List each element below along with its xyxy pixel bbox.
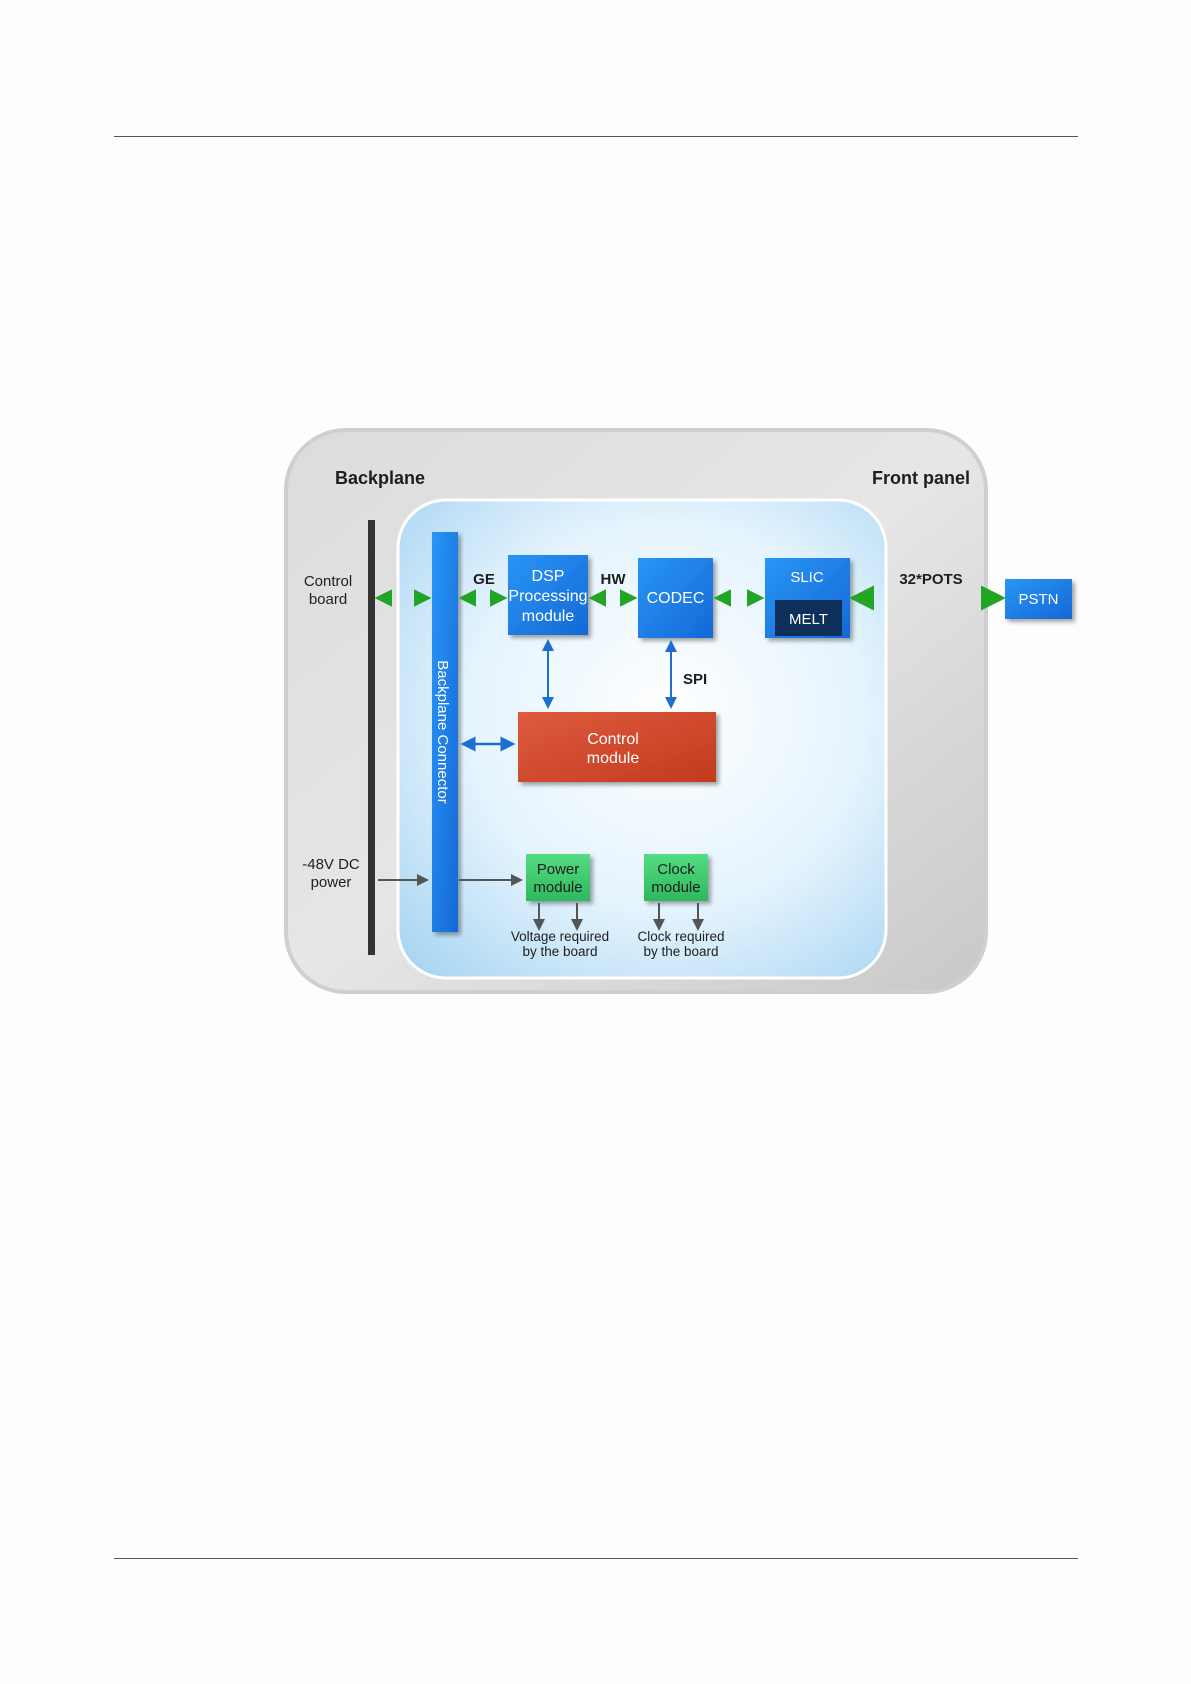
dsp-label-2: Processing [508, 588, 587, 605]
pots-label: 32*POTS [899, 571, 962, 588]
slic-label: SLIC [790, 569, 824, 586]
hw-label: HW [601, 571, 627, 588]
ge-label: GE [473, 571, 495, 588]
spi-label: SPI [683, 671, 707, 688]
backplane-title: Backplane [335, 468, 425, 488]
power-input-label-2: power [311, 874, 352, 891]
power-module-label-2: module [533, 879, 582, 896]
control-module-label-1: Control [587, 731, 639, 748]
pstn-label: PSTN [1018, 591, 1058, 608]
power-input-label-1: -48V DC [302, 856, 360, 873]
front-panel-title: Front panel [872, 468, 970, 488]
voltage-caption-2: by the board [522, 944, 597, 959]
backplane-bus [368, 520, 375, 955]
power-module-label-1: Power [537, 861, 580, 878]
codec-label: CODEC [647, 590, 705, 607]
clock-caption-1: Clock required [637, 929, 724, 944]
dsp-label-3: module [522, 608, 575, 625]
voltage-caption-1: Voltage required [511, 929, 609, 944]
clock-module-label-1: Clock [657, 861, 695, 878]
control-board-label-2: board [309, 591, 347, 608]
dsp-label-1: DSP [532, 568, 565, 585]
control-board-label-1: Control [304, 573, 352, 590]
backplane-connector-label: Backplane Connector [434, 660, 451, 803]
melt-label: MELT [789, 611, 828, 628]
clock-module-label-2: module [651, 879, 700, 896]
control-module-label-2: module [587, 750, 640, 767]
clock-caption-2: by the board [643, 944, 718, 959]
